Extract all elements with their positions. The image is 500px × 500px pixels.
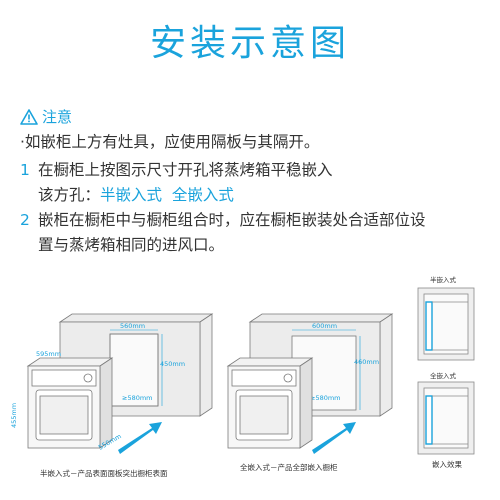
diagram-full-embedded: 600mm 460mm ≥580mm (226, 313, 394, 454)
note-intro: ·如嵌柜上方有灶具，应使用隔板与其隔开。 (20, 133, 320, 151)
side-effect-diagrams: 半嵌入式 全嵌入式 (417, 275, 475, 455)
note-item-1-line-1: 1 在橱柜上按图示尺寸开孔将蒸烤箱平稳嵌入 (20, 158, 333, 180)
page-title: 安装示意图 (149, 23, 350, 64)
warning-icon (20, 108, 38, 125)
dim-depth: ≥580mm (122, 394, 153, 402)
label-full-embedded: 全嵌入式 (430, 371, 457, 380)
option-half-embedded: 半嵌入式 (100, 186, 163, 204)
insert-arrow (118, 422, 162, 454)
dim-depth: ≥580mm (310, 394, 341, 402)
dim-width-top: 560mm (120, 322, 145, 330)
oven-shape (26, 357, 114, 449)
note-item-2-number: 2 (20, 211, 30, 229)
diagram-half-embedded: 560mm 450mm ≥580mm 595mm 455mm 550mm (10, 313, 214, 454)
note-heading: 注意 (20, 106, 72, 127)
dim-height-right: 460mm (354, 358, 379, 366)
note-item-1-prefix: 该方孔： (38, 186, 101, 204)
dim-width-top: 600mm (312, 322, 337, 330)
note-item-2-line-1: 2 嵌柜在橱柜中与橱柜组合时，应在橱柜嵌装处合适部位设 (20, 208, 426, 230)
dim-oven-height: 455mm (10, 403, 18, 428)
caption-half-embedded: 半嵌入式－产品表面面板突出橱柜表面 (40, 469, 168, 478)
caption-embed-effect: 嵌入效果 (432, 460, 462, 469)
dim-height-right: 450mm (160, 360, 185, 368)
label-half-embedded: 半嵌入式 (430, 275, 457, 284)
option-full-embedded: 全嵌入式 (171, 186, 234, 204)
insert-arrow (312, 422, 356, 454)
note-heading-label: 注意 (42, 108, 73, 126)
caption-full-embedded: 全嵌入式－产品全部嵌入橱柜 (240, 463, 338, 472)
full-embedded-effect (417, 381, 475, 455)
note-item-1-number: 1 (20, 161, 30, 179)
half-embedded-effect (417, 287, 475, 361)
dim-oven-width: 595mm (36, 350, 61, 358)
note-item-1-text: 在橱柜上按图示尺寸开孔将蒸烤箱平稳嵌入 (38, 161, 333, 179)
oven-shape (226, 357, 314, 449)
note-item-1-line-2: 该方孔：半嵌入式 全嵌入式 (38, 183, 234, 205)
note-item-2-line-2: 置与蒸烤箱相同的进风口。 (38, 236, 225, 254)
note-item-2-text: 嵌柜在橱柜中与橱柜组合时，应在橱柜嵌装处合适部位设 (38, 211, 426, 229)
